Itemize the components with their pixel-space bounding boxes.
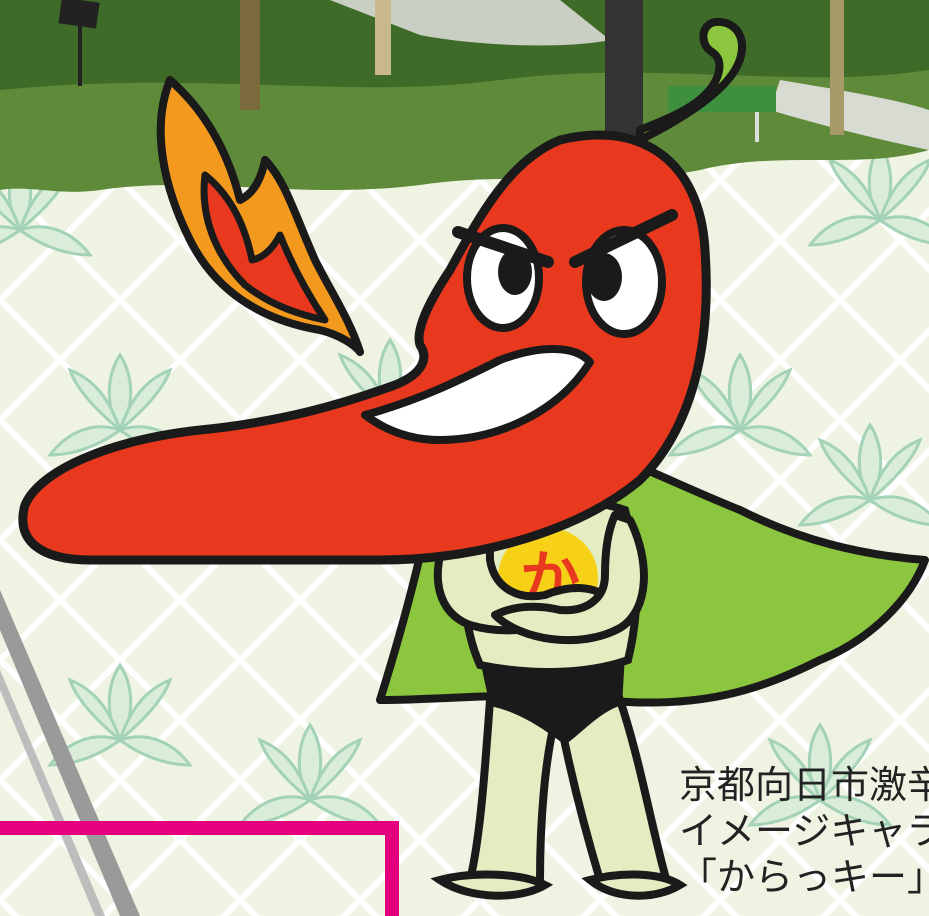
caption-line-2: イメージキャラ — [679, 809, 929, 853]
caption-line-1: 京都向日市激辛 — [679, 763, 929, 807]
black-briefs — [480, 655, 625, 745]
flame — [156, 76, 364, 356]
character-caption: 京都向日市激辛 イメージキャラ 「からっキー」 — [679, 762, 929, 900]
magenta-frame — [0, 821, 399, 916]
pepper-stem — [636, 17, 747, 144]
caption-line-3: 「からっキー」 — [679, 855, 929, 899]
eyes — [452, 209, 678, 338]
mouth — [361, 345, 594, 444]
park-photo-strip — [0, 0, 929, 192]
legs — [430, 694, 688, 900]
pepper-head — [18, 130, 711, 565]
